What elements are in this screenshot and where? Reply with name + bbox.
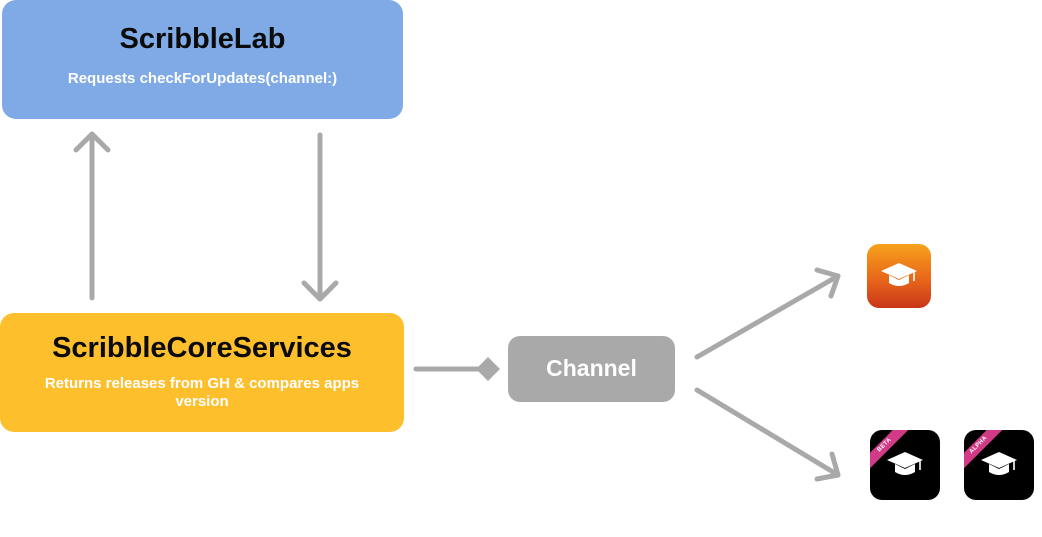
scribble-lab-node: ScribbleLab Requests checkForUpdates(cha… xyxy=(2,0,403,119)
graduation-cap-icon xyxy=(981,452,1017,475)
scribble-core-services-subtitle: Returns releases from GH & compares apps… xyxy=(44,374,360,411)
graduation-cap-icon xyxy=(881,263,917,286)
scribble-core-services-node: ScribbleCoreServices Returns releases fr… xyxy=(0,313,404,432)
alpha-app-icon: ALPHA xyxy=(964,430,1034,500)
arrow-lab-to-core xyxy=(301,132,339,302)
arrow-core-to-lab xyxy=(73,131,111,301)
connector-diamond xyxy=(476,357,500,381)
beta-app-icon: BETA xyxy=(870,430,940,500)
arrow-channel-to-stable xyxy=(694,267,841,360)
scribble-lab-title: ScribbleLab xyxy=(119,23,286,56)
graduation-cap-icon xyxy=(887,452,923,475)
stable-app-icon xyxy=(867,244,931,308)
scribble-core-services-title: ScribbleCoreServices xyxy=(52,331,352,364)
channel-node: Channel xyxy=(508,336,675,402)
arrow-channel-to-prerelease xyxy=(694,387,841,482)
channel-title: Channel xyxy=(546,355,637,382)
scribble-lab-subtitle: Requests checkForUpdates(channel:) xyxy=(67,70,338,88)
